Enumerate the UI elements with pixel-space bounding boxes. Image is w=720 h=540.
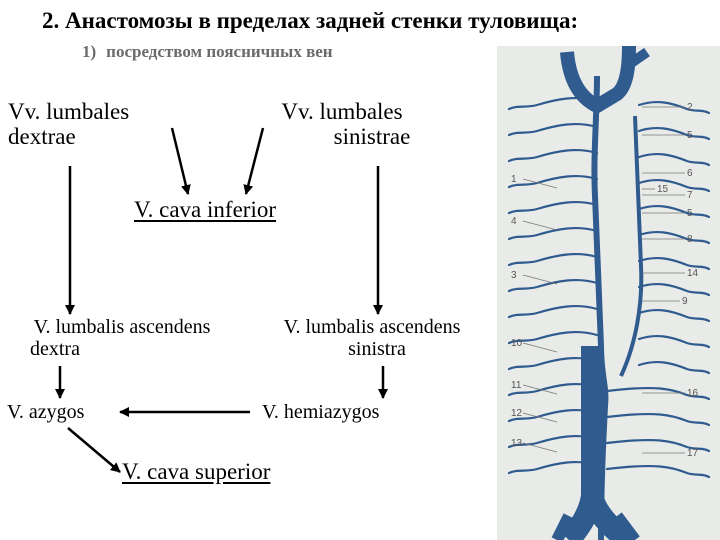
figure-label-left: 12 <box>511 408 523 419</box>
leader-line <box>522 412 558 423</box>
figure-label-right: 9 <box>682 296 688 307</box>
leader-line <box>522 178 558 189</box>
vein-branch-right <box>637 178 711 193</box>
vein-branch-left <box>507 122 599 137</box>
figure-label-right: 14 <box>687 268 699 279</box>
subtitle-text: посредством поясничных вен <box>106 42 333 61</box>
node-v-lumbalis-ascendens-sinistra: V. lumbalis ascendens sinistra <box>256 316 488 360</box>
node-line: sinistra <box>348 337 406 360</box>
vein-branch-left <box>507 226 599 241</box>
figure-label-left: 4 <box>511 216 517 227</box>
vein-branch-right <box>637 334 711 349</box>
node-v-lumbalis-ascendens-dextra: V. lumbalis ascendens dextra <box>6 316 238 360</box>
figure-label-right: 15 <box>657 184 669 195</box>
vein-branch-left <box>507 356 599 371</box>
vein-branch-left <box>507 278 599 293</box>
vein-branch-left <box>507 330 599 345</box>
node-line: V. lumbalis ascendens <box>33 316 211 338</box>
vein-branch-left <box>507 148 599 163</box>
figure-label-right: 7 <box>687 190 693 201</box>
figure-label-right: 5 <box>687 130 693 141</box>
node-v-cava-superior: V. cava superior <box>122 459 271 484</box>
figure-label-left: 3 <box>511 270 517 281</box>
node-line: dextra <box>30 337 80 360</box>
leader-line <box>522 442 558 453</box>
node-v-cava-inferior: V. cava inferior <box>134 197 276 222</box>
node-v-hemiazygos: V. hemiazygos <box>262 401 380 423</box>
node-vv-lumbales-dextrae: Vv. lumbales dextrae <box>8 99 130 150</box>
figure-label-right: 2 <box>687 102 693 113</box>
vein-branch-right <box>637 282 711 297</box>
inferior-vena-cava <box>560 346 634 540</box>
arrow-dextrae-to-cava-inferior <box>170 127 191 195</box>
figure-label-left: 11 <box>511 380 522 391</box>
vein-branch-left <box>507 304 599 319</box>
leader-line <box>522 384 558 395</box>
vein-branch-right <box>605 438 711 453</box>
node-line: Vv. lumbales <box>8 99 130 124</box>
vein-branch-right <box>605 464 711 479</box>
vein-branch-left <box>507 382 599 397</box>
subtitle-number: 1) <box>82 42 97 61</box>
node-line: dextrae <box>8 123 76 149</box>
arrow-azygos-to-cava-superior <box>67 427 121 473</box>
vein-branch-left <box>507 460 599 475</box>
vein-branch-right <box>637 360 711 375</box>
node-vv-lumbales-sinistrae: Vv. lumbales sinistrae <box>262 99 422 150</box>
vein-branch-left <box>507 252 599 267</box>
figure-label-right: 16 <box>687 388 699 399</box>
vein-branch-right <box>637 152 711 167</box>
node-line: V. lumbalis ascendens <box>283 316 461 338</box>
iliac-left <box>612 512 640 540</box>
vein-branch-right <box>605 412 711 427</box>
vein-branch-right <box>637 204 711 219</box>
figure-background <box>497 46 720 540</box>
node-line: sinistrae <box>333 123 411 149</box>
vein-branch-right <box>637 308 711 323</box>
vein-branch-right <box>637 100 711 115</box>
node-v-azygos: V. azygos <box>7 401 85 423</box>
leader-line <box>522 220 558 231</box>
figure-label-right: 5 <box>687 208 693 219</box>
arrow-sinistrae-to-cava-inferior <box>243 127 265 195</box>
vein-branch-left <box>507 434 599 449</box>
brachiocephalic-left <box>624 47 650 71</box>
figure-label-right: 6 <box>687 168 693 179</box>
vein-branch-left <box>507 200 599 215</box>
iliac-right <box>551 513 575 540</box>
leader-line <box>522 274 558 285</box>
hemiazygos-vein <box>619 115 644 377</box>
leader-line <box>522 342 558 353</box>
vein-branch-right <box>605 386 711 401</box>
figure-label-right: 8 <box>687 234 693 245</box>
label-leaders <box>522 106 685 454</box>
figure-label-left: 10 <box>511 338 523 349</box>
vein-branch-right <box>637 256 711 271</box>
node-line: Vv. lumbales <box>281 99 403 124</box>
vein-branch-right <box>637 230 711 245</box>
vein-branch-right <box>637 126 711 141</box>
slide-title: 2. Анастомозы в пределах задней стенки т… <box>42 8 579 33</box>
figure-label-left: 1 <box>511 174 517 185</box>
slide-subtitle: 1) посредством поясничных вен <box>82 42 333 62</box>
figure-label-left: 13 <box>511 438 523 449</box>
figure-label-right: 17 <box>687 448 699 459</box>
